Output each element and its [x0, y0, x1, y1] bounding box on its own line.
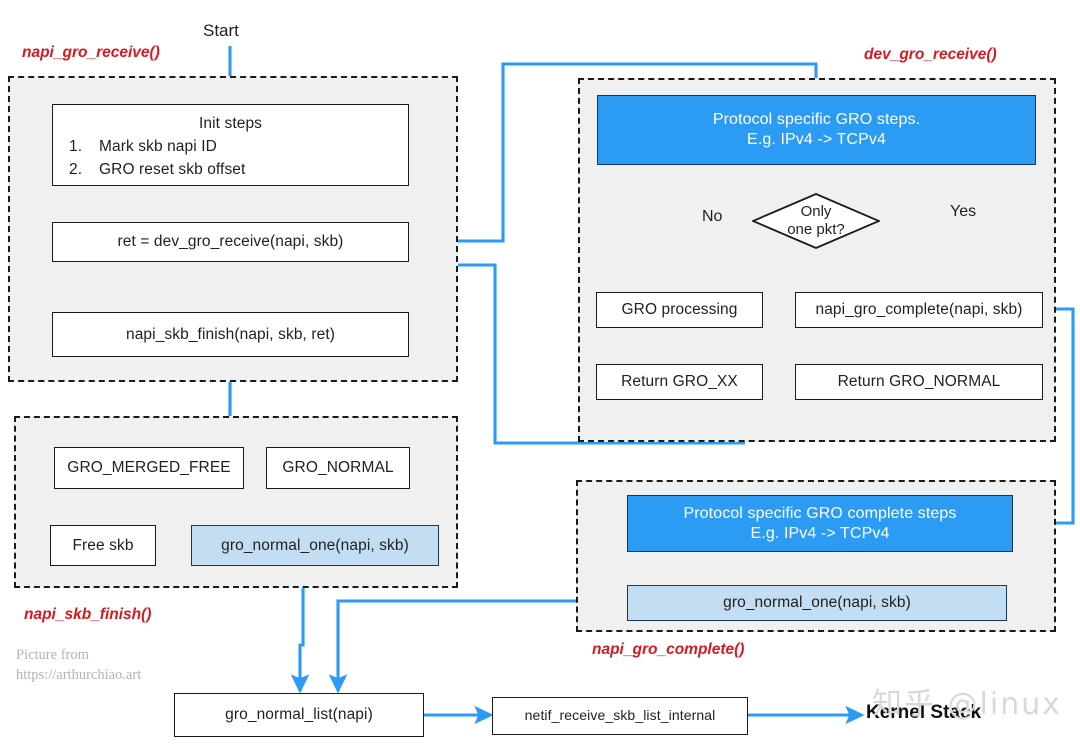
init-steps-title: Init steps	[198, 115, 263, 132]
protocol-gro-steps-line-2: E.g. IPv4 -> TCPv4	[747, 131, 886, 148]
node-gro-merged-free: GRO_MERGED_FREE	[54, 447, 244, 489]
node-free-skb: Free skb	[50, 525, 156, 566]
init-steps-item-2: 2. GRO reset skb offset	[69, 159, 396, 181]
node-netif-receive-skb-list-internal: netif_receive_skb_list_internal	[492, 697, 748, 735]
node-kernel-stack: Kernel Stack	[866, 702, 982, 723]
init-steps-item-2-number: 2.	[69, 160, 83, 178]
node-dev-gro-receive-call: ret = dev_gro_receive(napi, skb)	[52, 222, 409, 262]
label-napi-gro-receive: napi_gro_receive()	[22, 44, 160, 61]
protocol-gro-complete-line-1: Protocol specific GRO complete steps	[683, 504, 957, 522]
zhihu-watermark: 知乎 @linux	[872, 687, 1062, 722]
init-steps-list: 1. Mark skb napi ID 2. GRO reset skb offse…	[65, 136, 396, 181]
node-napi-skb-finish-call: napi_skb_finish(napi, skb, ret)	[52, 312, 409, 357]
node-decision-only-one-pkt: Only one pkt?	[750, 193, 882, 249]
protocol-gro-steps-line-1: Protocol specific GRO steps.	[712, 111, 921, 128]
init-steps-item-1-number: 1.	[69, 138, 83, 156]
decision-text: Only one pkt?	[752, 193, 880, 249]
edge-label-no: No	[702, 208, 723, 225]
credit-line-2: https://arthurchiao.art	[16, 667, 142, 684]
diamond-shape	[750, 193, 882, 249]
node-gro-normal: GRO_NORMAL	[266, 447, 410, 489]
decision-line-1: Only	[800, 203, 832, 220]
label-napi-skb-finish: napi_skb_finish()	[24, 606, 152, 623]
decision-line-2: one pkt?	[787, 221, 845, 238]
credit-line-1: Picture from	[16, 647, 89, 663]
node-return-gro-normal: Return GRO_NORMAL	[795, 364, 1043, 400]
node-return-gro-xx: Return GRO_XX	[596, 364, 763, 400]
node-napi-gro-complete-call: napi_gro_complete(napi, skb)	[795, 292, 1043, 328]
node-gro-normal-list: gro_normal_list(napi)	[174, 693, 424, 737]
credit-block: Picture from https://arthurchiao.art	[16, 645, 141, 686]
label-dev-gro-receive: dev_gro_receive()	[864, 46, 997, 63]
start-label: Start	[203, 21, 239, 40]
label-napi-gro-complete: napi_gro_complete()	[592, 641, 745, 658]
protocol-gro-complete-line-2: E.g. IPv4 -> TCPv4	[750, 524, 890, 542]
node-protocol-gro-steps: Protocol specific GRO steps. E.g. IPv4 -…	[597, 95, 1036, 165]
init-steps-item-1: 1. Mark skb napi ID	[69, 136, 396, 158]
node-init-steps: Init steps 1. Mark skb napi ID 2. GRO rese…	[52, 104, 409, 186]
node-protocol-gro-complete-steps: Protocol specific GRO complete steps E.g…	[627, 495, 1013, 552]
edge-label-yes: Yes	[950, 203, 977, 220]
node-gro-normal-one-right: gro_normal_one(napi, skb)	[627, 585, 1007, 621]
node-gro-processing: GRO processing	[596, 292, 763, 328]
init-steps-item-1-text: Mark skb napi ID	[99, 138, 217, 156]
init-steps-item-2-text: GRO reset skb offset	[99, 160, 246, 178]
node-gro-normal-one-left: gro_normal_one(napi, skb)	[191, 525, 439, 566]
